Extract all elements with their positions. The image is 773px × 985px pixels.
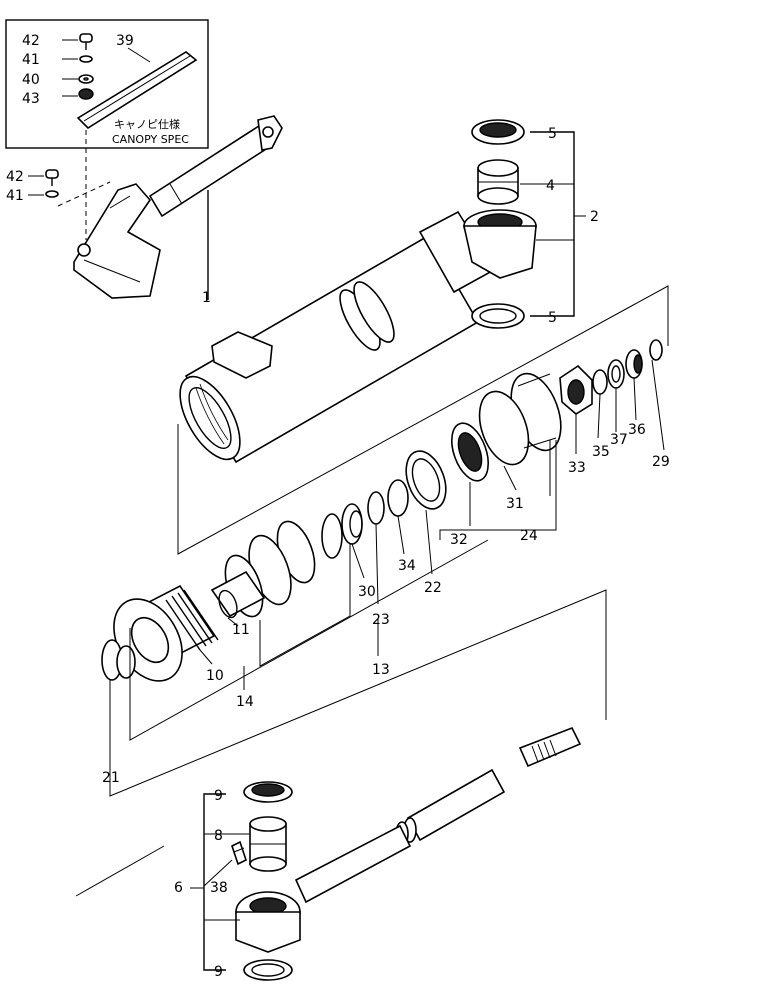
inset-note-en: CANOPY SPEC xyxy=(112,133,189,146)
cylinder-tube-2 xyxy=(179,209,574,464)
label-10: 10 xyxy=(206,668,224,684)
label-8: 8 xyxy=(214,828,223,844)
nut-33 xyxy=(559,364,593,415)
ring-32 xyxy=(450,422,490,482)
label-11: 11 xyxy=(232,622,250,638)
ring-35 xyxy=(592,369,608,395)
label-13: 13 xyxy=(372,662,390,678)
bushing-4 xyxy=(477,159,519,205)
seal-9-upper xyxy=(243,781,293,803)
seal-36 xyxy=(625,349,643,379)
inset-note-jp: キャノピ仕様 xyxy=(114,117,180,131)
washer-40 xyxy=(78,74,94,84)
label-43: 43 xyxy=(22,91,40,107)
label-29: 29 xyxy=(652,454,670,470)
label-2: 2 xyxy=(590,209,599,225)
washer-41 xyxy=(45,190,59,198)
label-9-upper: 9 xyxy=(214,788,223,804)
snap-ring-29 xyxy=(649,339,663,361)
label-41: 41 xyxy=(6,188,24,204)
label-37: 37 xyxy=(610,432,628,448)
label-9-lower: 9 xyxy=(214,964,223,980)
label-6: 6 xyxy=(174,880,183,896)
label-34: 34 xyxy=(398,558,416,574)
seal-5-lower xyxy=(471,303,525,329)
label-30: 30 xyxy=(358,584,376,600)
label-40: 40 xyxy=(22,72,40,88)
label-33: 33 xyxy=(568,460,586,476)
grease-fitting-38 xyxy=(231,840,247,866)
cylinder-assembly-1 xyxy=(73,115,283,300)
label-1: 1 xyxy=(202,290,211,306)
label-23: 23 xyxy=(372,612,390,628)
canopy-spec-inset: 42 41 40 43 39 キャノピ仕様 CANOPY SPEC xyxy=(5,19,209,149)
label-24: 24 xyxy=(520,528,538,544)
washer-41-inset xyxy=(79,55,93,63)
ring-37 xyxy=(607,359,625,389)
label-32: 32 xyxy=(450,532,468,548)
label-36: 36 xyxy=(628,422,646,438)
bushing-11 xyxy=(210,570,266,619)
label-42: 42 xyxy=(6,169,24,185)
seal-9-lower xyxy=(243,959,293,981)
nut-43 xyxy=(78,88,94,100)
label-35: 35 xyxy=(592,444,610,460)
strap-39 xyxy=(76,51,198,130)
label-41-inset: 41 xyxy=(22,52,40,68)
label-14: 14 xyxy=(236,694,254,710)
collar-34 xyxy=(387,479,409,517)
piston-rod-6 xyxy=(235,726,582,953)
seal-5-upper xyxy=(471,119,525,145)
bolt-42 xyxy=(45,169,59,186)
label-5-upper: 5 xyxy=(548,126,557,142)
label-5-lower: 5 xyxy=(548,310,557,326)
ring-23 xyxy=(367,491,385,525)
label-39: 39 xyxy=(116,33,134,49)
label-22: 22 xyxy=(424,580,442,596)
piston-31 xyxy=(478,372,562,466)
bushing-8 xyxy=(249,816,287,872)
label-4: 4 xyxy=(546,178,555,194)
label-21: 21 xyxy=(102,770,120,786)
bolt-42-inset xyxy=(79,33,93,50)
ring-22 xyxy=(405,450,447,510)
label-31: 31 xyxy=(506,496,524,512)
label-42-inset: 42 xyxy=(22,33,40,49)
ring-30 xyxy=(341,503,363,545)
label-38: 38 xyxy=(210,880,228,896)
